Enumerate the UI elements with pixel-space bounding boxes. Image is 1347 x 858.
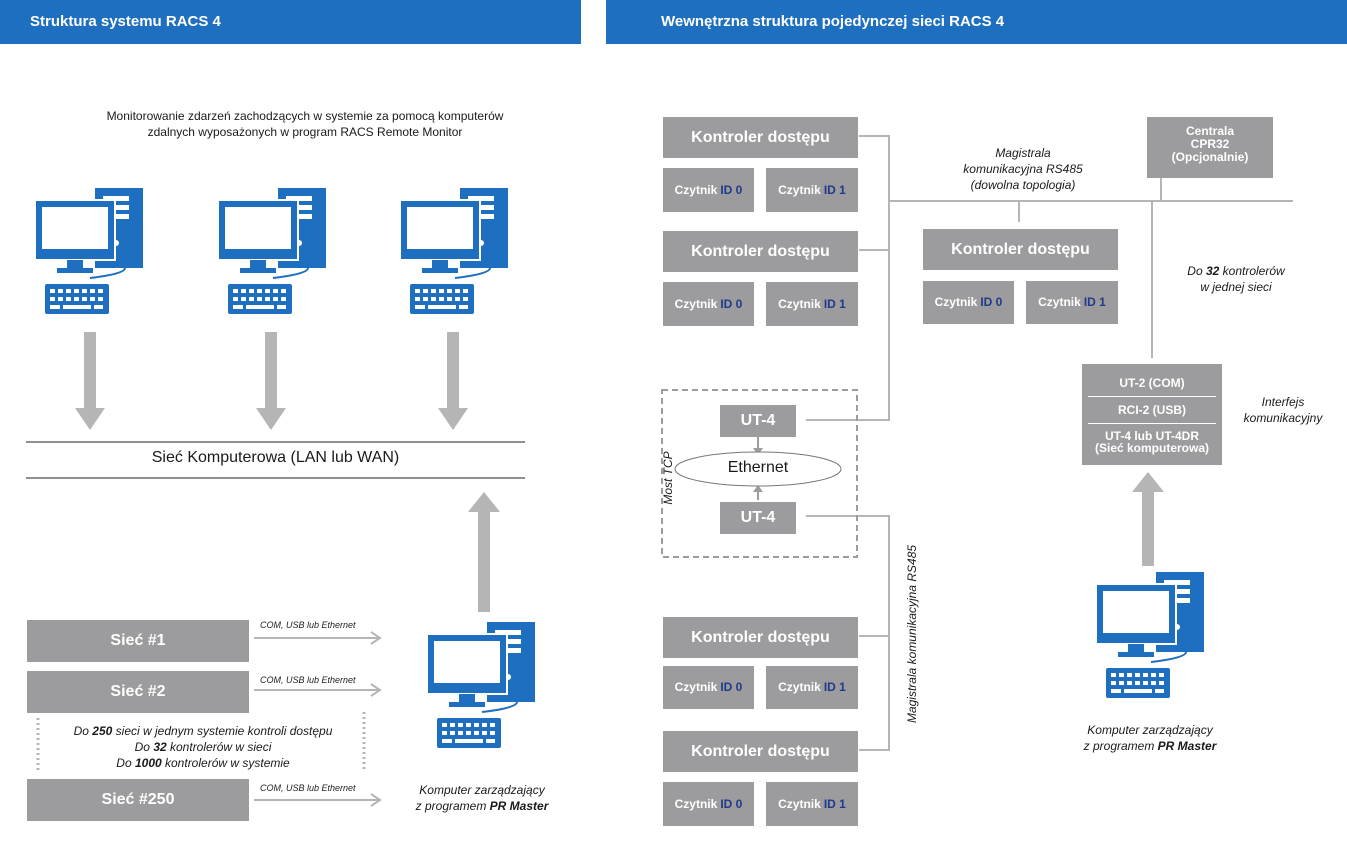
controller-box: Kontroler dostępu (663, 231, 858, 272)
monitor-caption-line2: zdalnych wyposażonych w program RACS Rem… (147, 125, 463, 139)
rs485-bus-label: Magistrala komunikacyjna RS485 (dowolna … (963, 146, 1083, 192)
system-limits: Do 250 sieci w jednym systemie kontroli … (73, 724, 333, 770)
controller-box: Kontroler dostępu (663, 117, 858, 158)
central-cpr32-box: Centrala CPR32 (Opcjonalnie) (1147, 117, 1273, 178)
right-panel-header: Wewnętrzna struktura pojedynczej sieci R… (606, 0, 1347, 44)
computer-network-label: Sieć Komputerowa (LAN lub WAN) (151, 449, 400, 466)
subnet-link-label: COM, USB lub Ethernet (260, 675, 356, 685)
controller-box: Kontroler dostępu (923, 229, 1118, 270)
monitor-caption-line1: Monitorowanie zdarzeń zachodzących w sys… (106, 109, 504, 123)
remote-monitor-pc-icon (399, 187, 509, 315)
interface-box: UT-2 (COM) RCI-2 (USB) UT-4 lub UT-4DR (… (1082, 364, 1222, 465)
subnet-link-label: COM, USB lub Ethernet (260, 620, 356, 630)
max-controllers-label: Do 32 kontrolerów w jednej sieci (1187, 264, 1285, 294)
down-arrows (75, 332, 468, 430)
left-panel-header: Struktura systemu RACS 4 (0, 0, 581, 44)
ut4-box: UT-4 (720, 405, 796, 437)
master-caption-left: Komputer zarządzający z programem PR Mas… (415, 783, 549, 813)
controller-box: Kontroler dostępu (663, 731, 858, 772)
master-pc-icon (1095, 571, 1205, 699)
master-pc-icon (426, 621, 536, 749)
ethernet-ellipse (674, 451, 842, 487)
subnet-box: Sieć #2 (27, 671, 249, 713)
interface-rci2: RCI-2 (USB) (1088, 397, 1216, 424)
tcp-bridge-label: Most TCP (661, 451, 675, 505)
interface-ut4: UT-4 lub UT-4DR (Sieć komputerowa) (1094, 429, 1210, 455)
master-caption-right: Komputer zarządzający z programem PR Mas… (1083, 723, 1217, 753)
ethernet-label: Ethernet (727, 459, 789, 476)
controller-box: Kontroler dostępu (663, 617, 858, 658)
remote-monitor-pc-icon (217, 187, 327, 315)
subnet-box: Sieć #250 (27, 779, 249, 821)
remote-monitor-pc-icon (34, 187, 144, 315)
monitor-caption: Monitorowanie zdarzeń zachodzących w sys… (30, 108, 580, 140)
interface-label: Interfejs komunikacyjny (1243, 395, 1323, 425)
interface-ut2: UT-2 (COM) (1088, 364, 1216, 397)
subnet-link-label: COM, USB lub Ethernet (260, 783, 356, 793)
vertical-bus-label: Magistrala komunikacyjna RS485 (905, 544, 919, 724)
ut4-box: UT-4 (720, 502, 796, 534)
up-arrow (468, 472, 1164, 612)
subnet-box: Sieć #1 (27, 620, 249, 662)
